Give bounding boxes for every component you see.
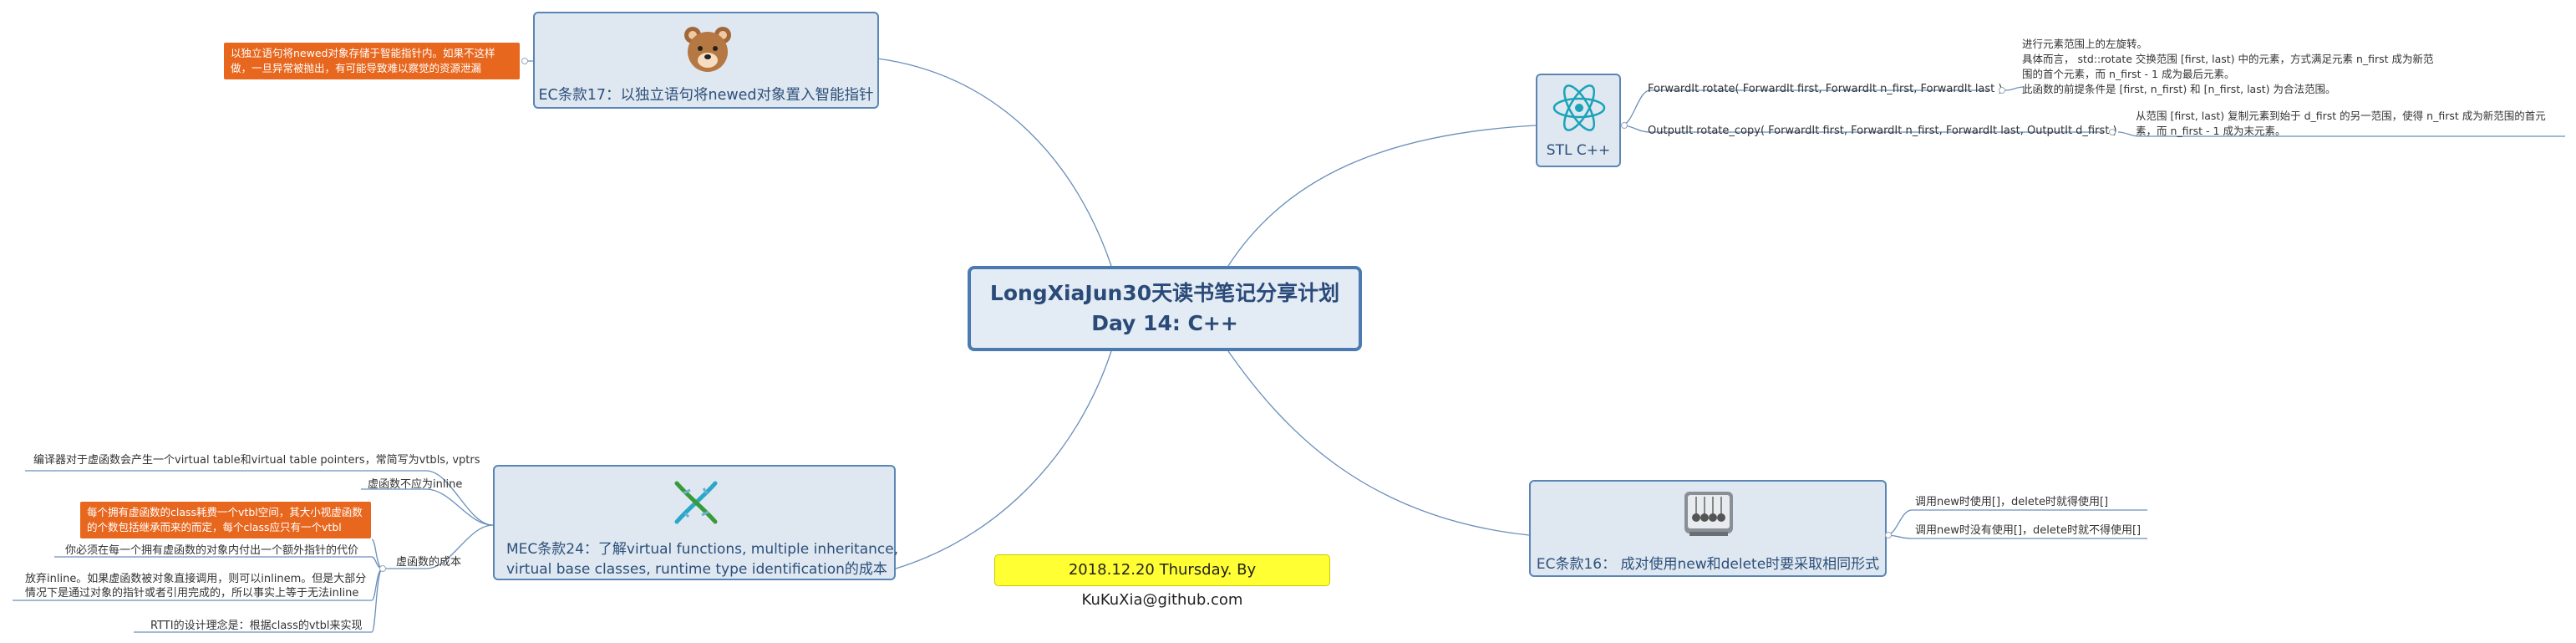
stl-collapse-knob[interactable] <box>1621 122 1628 129</box>
ec16-title: EC条款16： 成对使用new和delete时要采取相同形式 <box>1536 556 1880 573</box>
mec24-cost-item[interactable]: 你必须在每一个拥有虚函数的对象内付出一个额外指针的代价 <box>65 544 359 557</box>
stl-title: STL C++ <box>1546 142 1611 159</box>
cost-collapse-knob[interactable] <box>379 565 386 572</box>
ec17-title: EC条款17：以独立语句将newed对象置入智能指针 <box>538 87 874 104</box>
mec24-vtbl-leaf[interactable]: 编译器对于虚函数会产生一个virtual table和virtual table… <box>33 454 480 467</box>
newtons-cradle-icon <box>1684 492 1733 536</box>
rotate-detail-line: 具体而言， std::rotate 交换范围 [first, last) 中的元… <box>2022 53 2434 65</box>
rotate-collapse-knob[interactable] <box>1999 87 2005 94</box>
stl-item-rotate-copy[interactable]: OutputIt rotate_copy( ForwardIt first, F… <box>1648 125 2117 137</box>
mec24-cost-item[interactable]: 情况下是通过对象的指针或者引用完成的，所以事实上等于无法inline <box>25 587 359 600</box>
stl-topic[interactable]: STL C++ <box>1536 74 1621 167</box>
mec24-cost-item[interactable]: RTTI的设计理念是：根据class的vtbl来实现 <box>150 620 363 632</box>
mec24-cost-item[interactable]: 放弃inline。如果虚函数被对象直接调用，则可以inlinem。但是大部分 <box>25 573 367 585</box>
rotate-copy-details: 从范围 [first, last) 复制元素到始于 d_first 的另一范围，… <box>2136 109 2546 139</box>
rotate-copy-detail-line: 素，而 n_first - 1 成为末元素。 <box>2136 125 2286 137</box>
rotate-detail-line: 围的首个元素，而 n_first - 1 成为最后元素。 <box>2022 68 2235 80</box>
date-label[interactable]: 2018.12.20 Thursday. By KuKuXia@github.c… <box>994 554 1330 609</box>
ec16-collapse-knob[interactable] <box>1885 532 1892 538</box>
central-title: LongXiaJun30天读书笔记分享计划 <box>989 281 1340 305</box>
ec17-topic[interactable]: EC条款17：以独立语句将newed对象置入智能指针 <box>533 12 879 109</box>
ec16-item[interactable]: 调用new时没有使用[]，delete时就不得使用[] <box>1915 524 2142 537</box>
ec16-topic[interactable]: EC条款16： 成对使用new和delete时要采取相同形式 <box>1529 480 1887 577</box>
central-topic[interactable]: LongXiaJun30天读书笔记分享计划 Day 14: C++ <box>968 266 1362 351</box>
rotate-copy-detail-line: 从范围 [first, last) 复制元素到始于 d_first 的另一范围，… <box>2136 110 2546 122</box>
central-subtitle: Day 14: C++ <box>1091 311 1238 335</box>
ec17-note: 以独立语句将newed对象存储于智能指针内。如果不这样做，一旦异常被抛出，有可能… <box>224 43 520 79</box>
mec24-cost-label[interactable]: 虚函数的成本 <box>396 556 462 569</box>
mec24-title-line2: virtual base classes, runtime type ident… <box>506 561 887 578</box>
rotate-detail-line: 进行元素范围上的左旋转。 <box>2022 38 2148 50</box>
rotate-detail-line: 此函数的前提条件是 [first, n_first) 和 [n_first, l… <box>2022 83 2336 95</box>
rotate-copy-collapse-knob[interactable] <box>2109 129 2116 135</box>
mec24-cost-note: 每个拥有虚函数的class耗费一个vtbl空间，其大小视虚函数的个数包括继承而来… <box>80 502 371 538</box>
bear-icon <box>684 27 731 72</box>
mec24-topic[interactable]: MEC条款24：了解virtual functions, multiple in… <box>493 465 899 580</box>
rotate-details: 进行元素范围上的左旋转。 具体而言， std::rotate 交换范围 [fir… <box>2022 37 2434 97</box>
stl-item-rotate[interactable]: ForwardIt rotate( ForwardIt first, Forwa… <box>1648 83 2003 95</box>
mec24-title-line1: MEC条款24：了解virtual functions, multiple in… <box>506 541 899 558</box>
mec24-inline-leaf[interactable]: 虚函数不应为inline <box>368 478 463 491</box>
dna-icon <box>674 481 718 524</box>
ec16-item[interactable]: 调用new时使用[]，delete时就得使用[] <box>1915 496 2109 508</box>
ec17-collapse-knob[interactable] <box>521 58 528 64</box>
atom-icon <box>1552 84 1606 131</box>
